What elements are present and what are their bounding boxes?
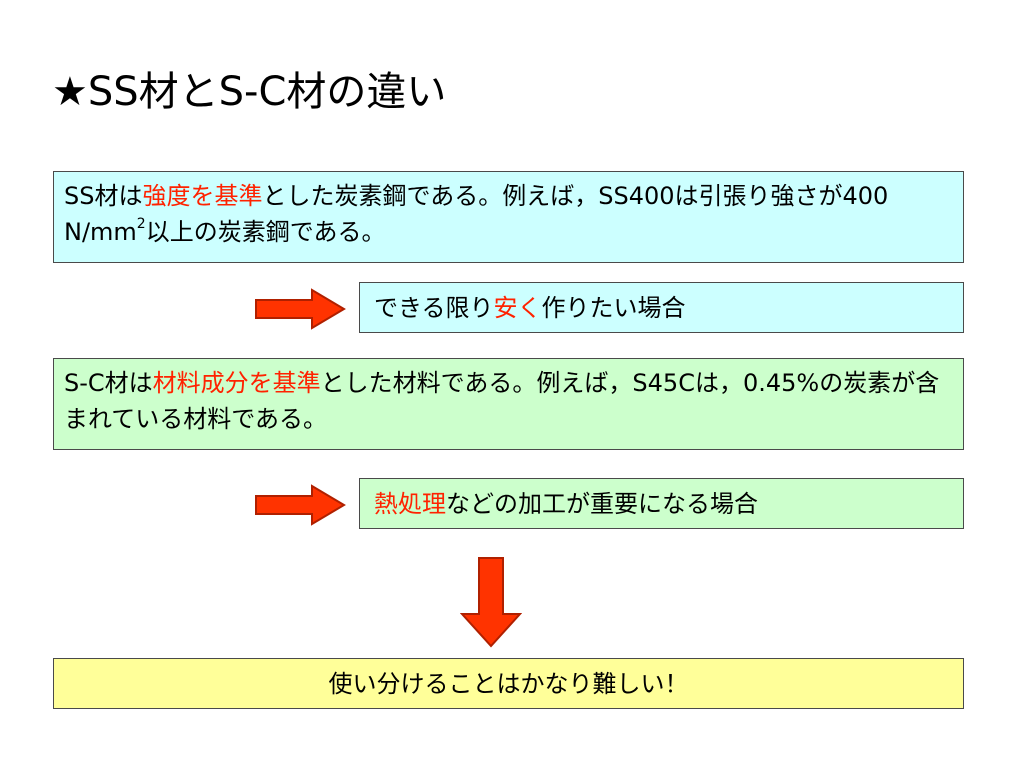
- sc-use-case-note: 熱処理などの加工が重要になる場合: [359, 478, 964, 529]
- note2-highlight: 熱処理: [374, 490, 446, 518]
- sc-highlight: 材料成分を基準: [152, 369, 321, 397]
- sc-text-part2: とした材料である。例えば，S45Cは，0.45%の炭素が含まれている材料である。: [64, 369, 940, 433]
- right-arrow-icon: [255, 288, 346, 330]
- star-icon: ★: [52, 69, 88, 115]
- ss-text-part3: 以上の炭素鋼である。: [145, 218, 386, 246]
- ss-text-part2: とした炭素鋼である。例えば，SS400は引張り強さが400 N/mm: [64, 182, 889, 246]
- slide-title: ★SS材とS-C材の違い: [52, 60, 952, 124]
- ss-text-part1: SS材は: [64, 182, 143, 210]
- note1-highlight: 安く: [493, 294, 542, 322]
- sc-text-part1: S-C材は: [64, 369, 153, 397]
- note1-part1: できる限り: [374, 294, 494, 322]
- ss-material-description: SS材は強度を基準とした炭素鋼である。例えば，SS400は引張り強さが400 N…: [53, 171, 964, 263]
- ss-highlight: 強度を基準: [142, 182, 263, 210]
- conclusion-text: 使い分けることはかなり難しい！: [328, 670, 689, 698]
- conclusion-box: 使い分けることはかなり難しい！: [53, 658, 964, 709]
- note2-part2: などの加工が重要になる場合: [446, 490, 758, 518]
- sc-material-description: S-C材は材料成分を基準とした材料である。例えば，S45Cは，0.45%の炭素が…: [53, 358, 964, 450]
- note1-part2: 作りたい場合: [541, 294, 686, 322]
- right-arrow-icon: [255, 484, 346, 526]
- ss-superscript: 2: [136, 216, 146, 232]
- down-arrow-icon: [460, 557, 522, 648]
- title-text: SS材とS-C材の違い: [87, 69, 447, 115]
- ss-use-case-note: できる限り安く作りたい場合: [359, 282, 964, 333]
